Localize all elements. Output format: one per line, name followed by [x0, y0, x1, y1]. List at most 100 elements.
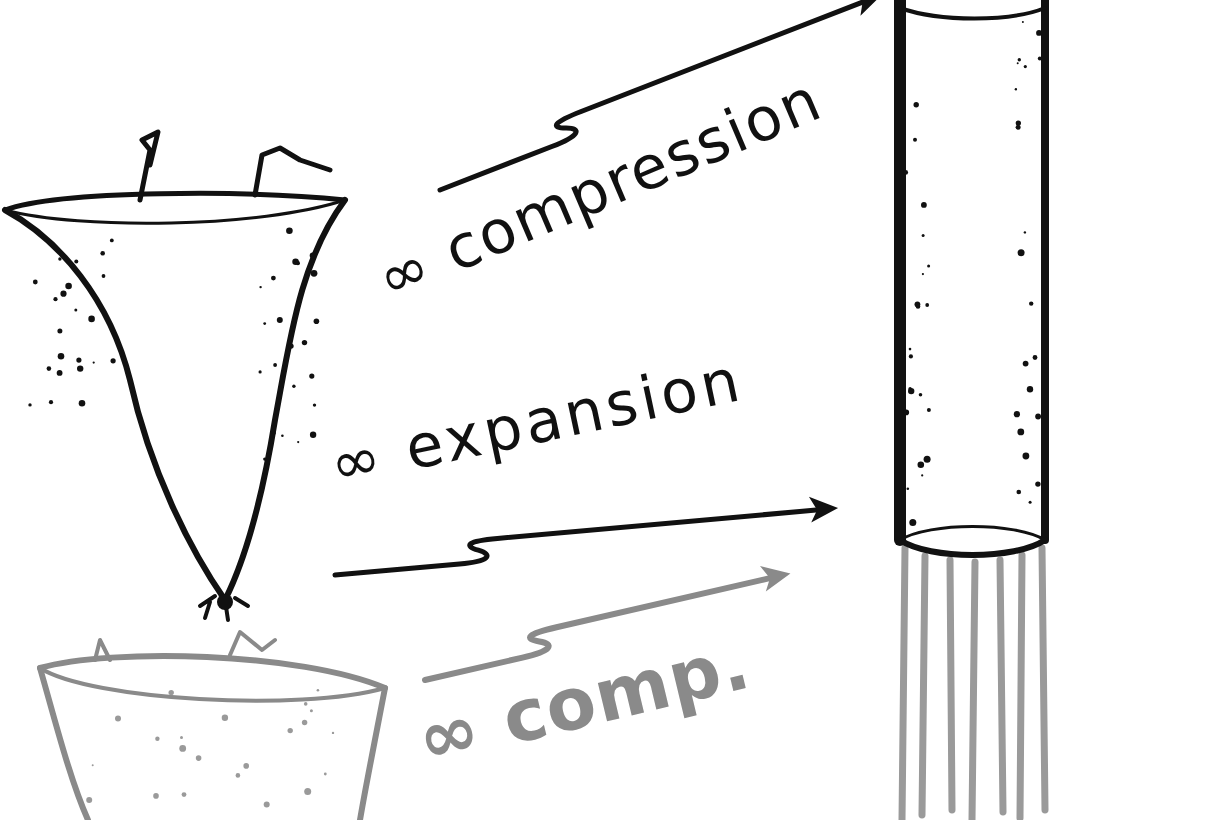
- stipple-dot: [310, 432, 316, 438]
- stipple-dot: [1027, 386, 1033, 392]
- stipple-dot: [74, 309, 77, 312]
- stipple-dot: [903, 170, 908, 175]
- bowl-sketch: [40, 632, 385, 820]
- stipple-dot: [93, 362, 95, 364]
- stipple-dot: [153, 793, 159, 799]
- stipple-dot: [304, 702, 308, 706]
- expansion-arrow: [332, 494, 840, 575]
- stipple-dot: [179, 745, 186, 752]
- stipple-dot: [57, 329, 62, 334]
- stipple-dot: [111, 358, 116, 363]
- stipple-dot: [309, 374, 314, 379]
- stipple-dot: [77, 365, 83, 371]
- stipple-dot: [88, 316, 95, 323]
- stipple-dot: [155, 737, 159, 741]
- stipple-dot: [49, 400, 53, 404]
- cylinder-sketch: [900, 0, 1045, 820]
- stipple-dot: [310, 253, 316, 259]
- stipple-dot: [110, 239, 114, 243]
- stipple-dot: [908, 388, 914, 394]
- stipple-dot: [273, 363, 277, 367]
- stipple-dot: [332, 732, 334, 734]
- stipple-dot: [74, 260, 78, 264]
- stipple-dot: [79, 400, 86, 407]
- stipple-dot: [1017, 62, 1019, 64]
- stipple-dot: [909, 519, 916, 526]
- stipple-dot: [918, 462, 925, 469]
- stipple-dot: [907, 487, 910, 490]
- stipple-dot: [924, 456, 931, 463]
- stipple-dot: [913, 138, 917, 142]
- stipple-dot: [259, 370, 262, 373]
- stipple-dot: [222, 715, 228, 721]
- stipple-dot: [169, 690, 174, 695]
- stipple-dot: [324, 773, 327, 776]
- stipple-dot: [1018, 249, 1025, 256]
- stipple-dot: [1016, 125, 1021, 130]
- funnel-sketch: [5, 132, 345, 620]
- stipple-dot: [264, 802, 270, 808]
- stipple-dot: [277, 317, 283, 323]
- stipple-dot: [1022, 21, 1024, 23]
- stipple-dot: [1024, 231, 1026, 233]
- expansion-label: ∞ expansion: [325, 349, 748, 495]
- stipple-dot: [288, 728, 293, 733]
- stipple-dot: [925, 303, 929, 307]
- stipple-dot: [909, 348, 912, 351]
- stipple-dot: [1035, 481, 1040, 486]
- stipple-dot: [922, 273, 924, 275]
- stipple-dot: [33, 280, 38, 285]
- stipple-dot: [180, 736, 183, 739]
- stipple-dot: [1023, 453, 1030, 460]
- stipple-dot: [314, 318, 320, 324]
- stipple-dot: [76, 358, 81, 363]
- stipple-dot: [182, 792, 187, 797]
- stipple-dot: [302, 340, 307, 345]
- stipple-dot: [60, 291, 66, 297]
- stipple-dot: [86, 797, 92, 803]
- stipple-dot: [914, 102, 919, 107]
- stipple-dot: [317, 689, 320, 692]
- stipple-dot: [1015, 88, 1017, 90]
- stipple-dot: [1024, 65, 1027, 68]
- stipple-dot: [922, 234, 925, 237]
- stipple-dot: [313, 403, 316, 406]
- stipple-dot: [288, 343, 293, 348]
- stipple-dot: [236, 773, 241, 778]
- stipple-dot: [292, 385, 295, 388]
- stipple-dot: [1036, 30, 1042, 36]
- stipple-dot: [271, 276, 276, 281]
- stipple-dot: [1035, 414, 1041, 420]
- stipple-dot: [58, 353, 65, 360]
- stipple-dot: [1029, 301, 1033, 305]
- stipple-dot: [921, 474, 923, 476]
- stipple-dot: [115, 716, 121, 722]
- stipple-dot: [100, 251, 105, 256]
- stipple-dot: [311, 270, 318, 277]
- stipple-dot: [1017, 429, 1024, 436]
- stipple-dot: [57, 370, 63, 376]
- stipple-dot: [1017, 490, 1022, 495]
- stipple-dot: [302, 720, 307, 725]
- stipple-dot: [281, 434, 284, 437]
- stipple-dot: [1014, 411, 1020, 417]
- stipple-dot: [1018, 58, 1021, 61]
- stipple-dot: [908, 387, 911, 390]
- stipple-dot: [47, 366, 52, 371]
- stipple-dot: [92, 764, 94, 766]
- stipple-dot: [909, 354, 913, 358]
- stipple-dot: [927, 264, 930, 267]
- stipple-dot: [292, 258, 299, 265]
- label-holder: ∞ expansion: [325, 349, 748, 495]
- stipple-dot: [263, 458, 266, 461]
- stipple-dot: [263, 322, 266, 325]
- stipple-dot: [297, 441, 299, 443]
- stipple-dot: [65, 283, 72, 290]
- stipple-dot: [919, 393, 923, 397]
- label-holder: ∞ comp.: [411, 627, 757, 776]
- stipple-dot: [243, 763, 249, 769]
- stipple-dot: [1038, 56, 1042, 60]
- stipple-dot: [196, 755, 202, 761]
- comp-label: ∞ comp.: [411, 627, 757, 776]
- stipple-dot: [310, 709, 313, 712]
